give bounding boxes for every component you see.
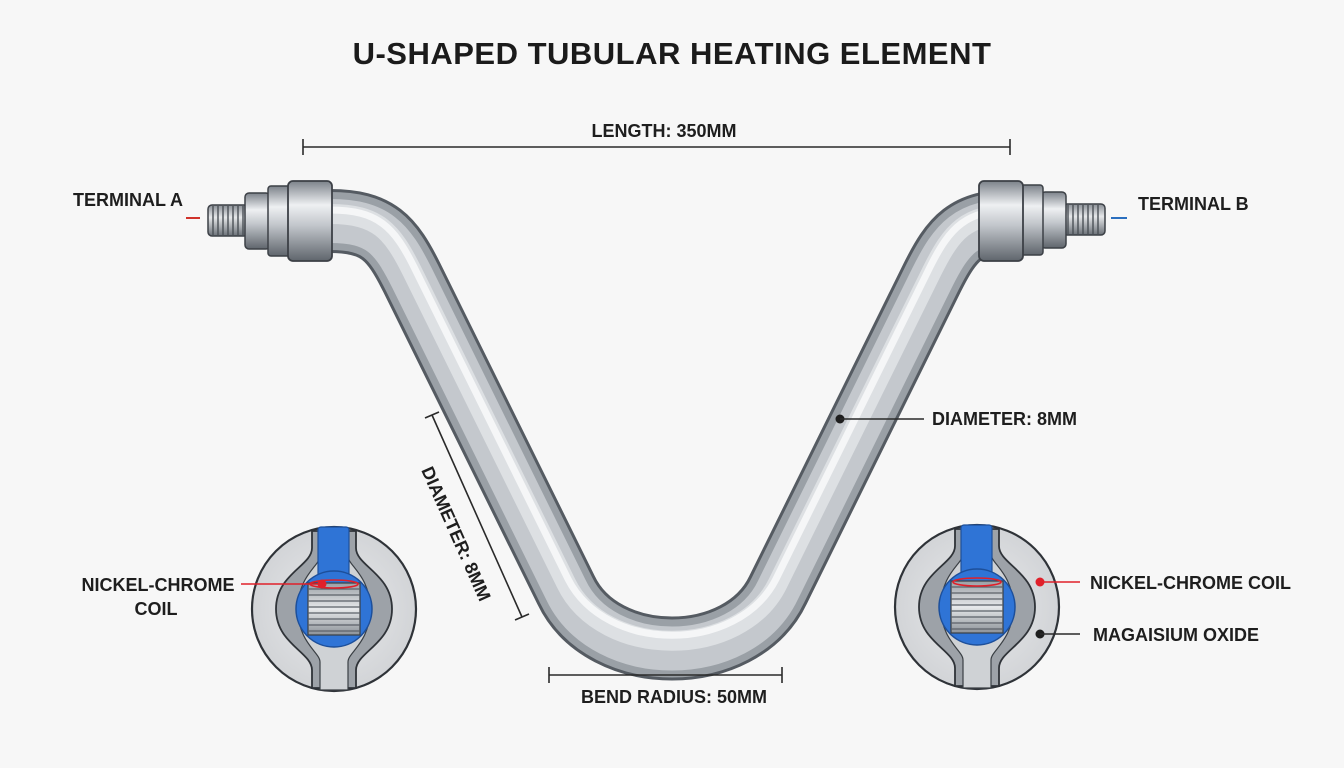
length-dimension: LENGTH: 350MM <box>302 121 1011 155</box>
cross-section-left <box>250 525 418 693</box>
diameter-callout-right: DIAMETER: 8MM <box>835 409 1077 429</box>
cross-section-right <box>893 523 1061 691</box>
heating-tube <box>329 189 1015 681</box>
oxide-right-label: MAGAISIUM OXIDE <box>1093 625 1259 645</box>
bend-radius-label: BEND RADIUS: 50MM <box>581 687 767 707</box>
terminal-a-fitting <box>207 180 333 262</box>
bend-radius-dimension: BEND RADIUS: 50MM <box>548 667 783 707</box>
coil-callout-left: NICKEL-CHROME COIL <box>82 575 327 619</box>
terminal-a-label: TERMINAL A <box>73 190 183 210</box>
coil-left-label-line2: COIL <box>135 599 178 619</box>
diagram-title: U-SHAPED TUBULAR HEATING ELEMENT <box>353 36 992 71</box>
terminal-b-fitting <box>978 180 1106 262</box>
diameter-right-label: DIAMETER: 8MM <box>932 409 1077 429</box>
coil-right-label: NICKEL-CHROME COIL <box>1090 573 1291 593</box>
coil-left-label-line1: NICKEL-CHROME <box>82 575 235 595</box>
coil-callout-right: NICKEL-CHROME COIL <box>1035 573 1291 593</box>
oxide-callout-right: MAGAISIUM OXIDE <box>1035 625 1259 645</box>
length-label: LENGTH: 350MM <box>591 121 736 141</box>
terminal-b-label: TERMINAL B <box>1138 194 1249 214</box>
